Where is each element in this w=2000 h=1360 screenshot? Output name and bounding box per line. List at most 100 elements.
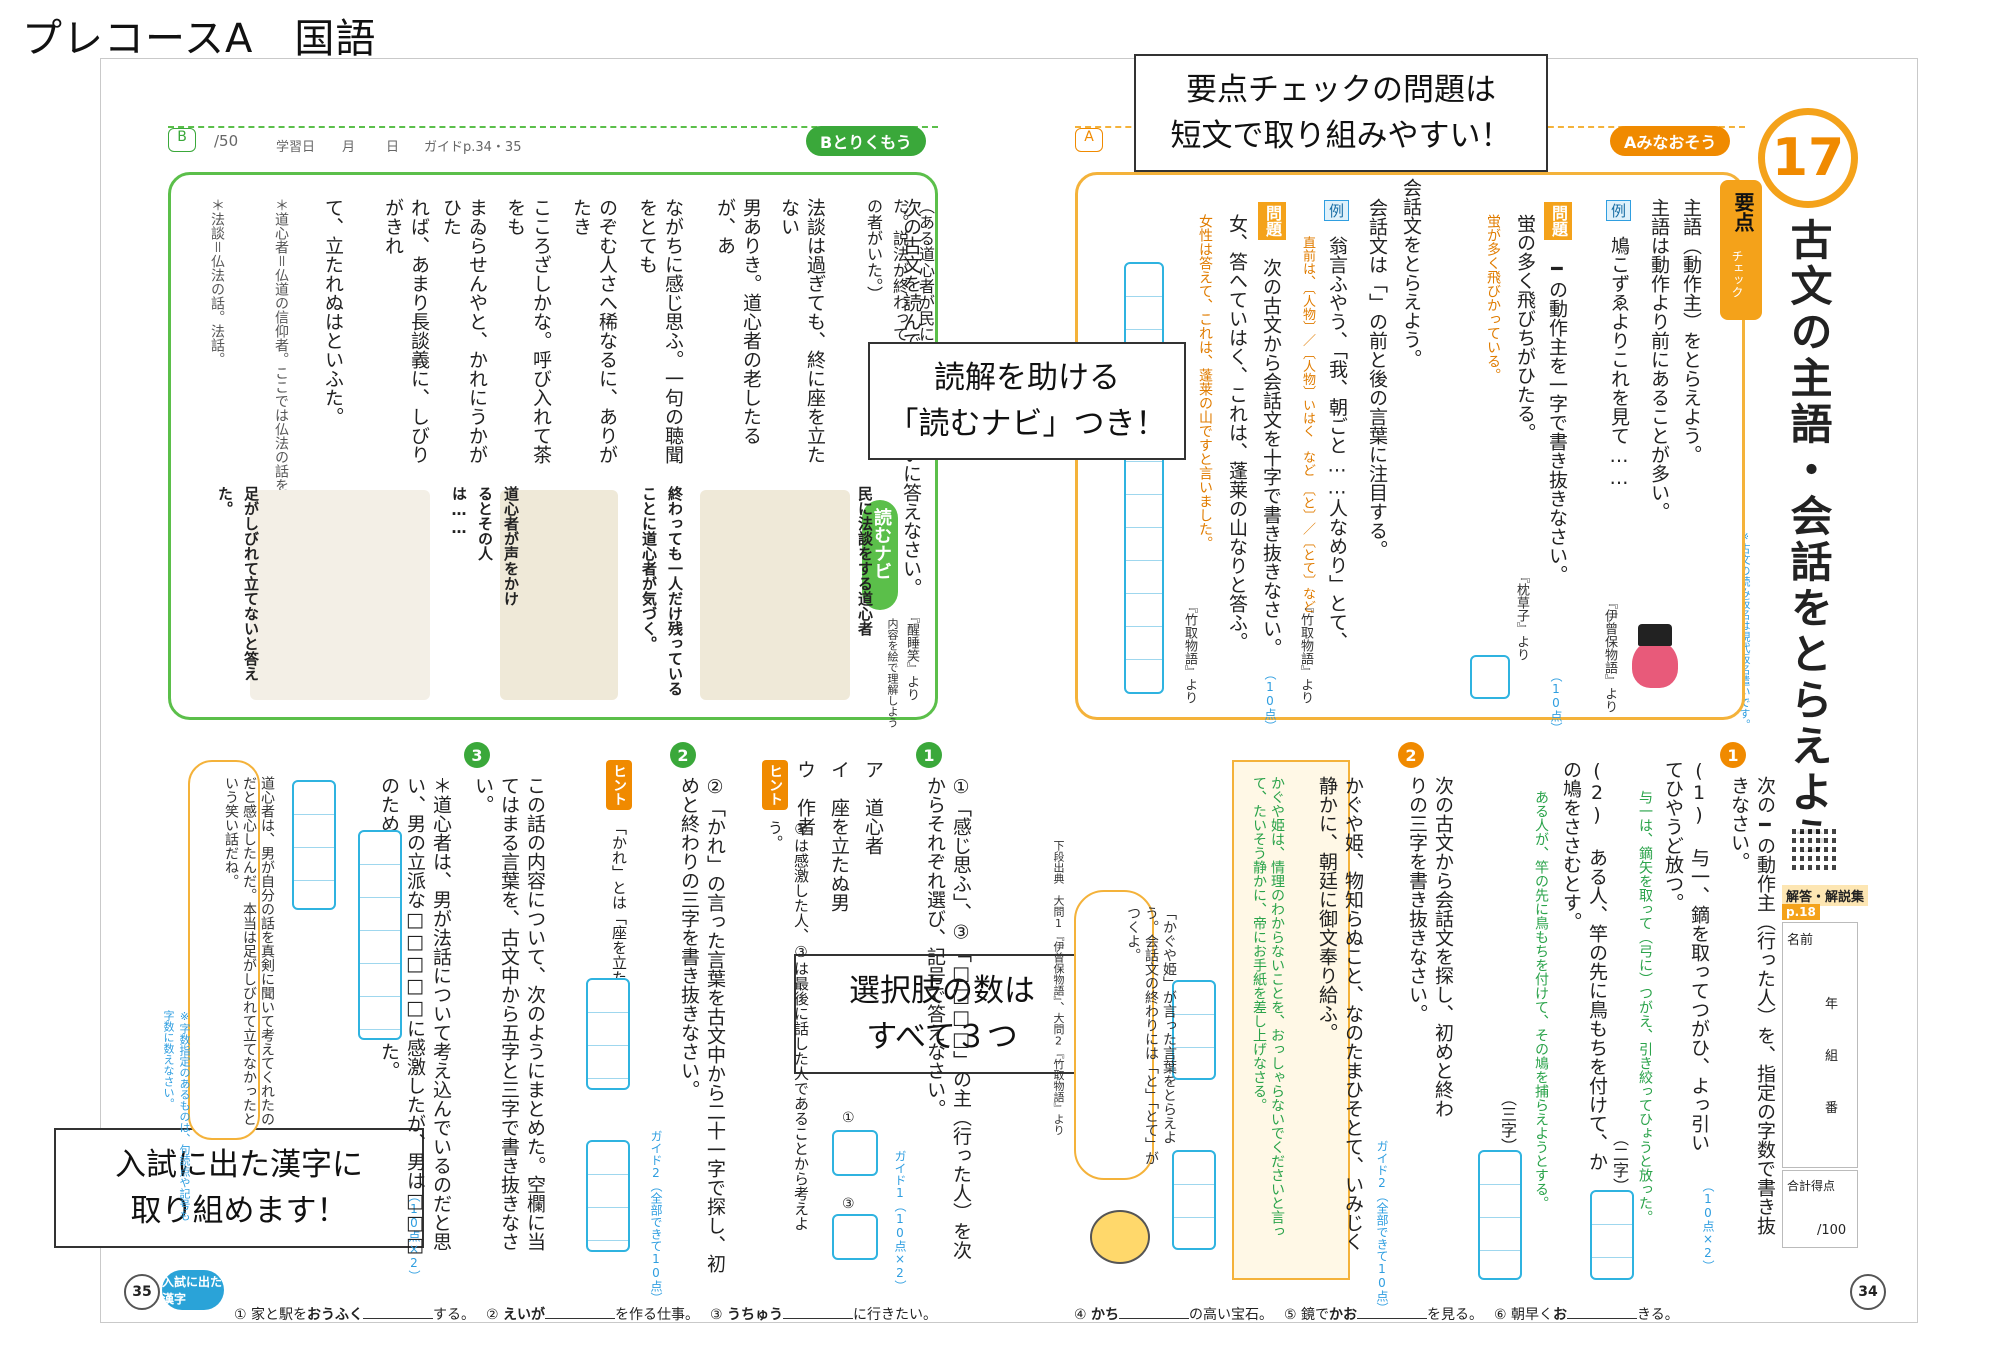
lower-b-q2-number: 2	[670, 742, 696, 768]
callout-yomu-navi: 読解を助ける 「読むナビ」つき！	[868, 342, 1186, 460]
lower-b-q2-answer-end[interactable]	[586, 1140, 630, 1252]
qr-code-overlay	[1792, 826, 1836, 870]
lower-b-hint1: ①は感激した人、③は最後に話した人であることから考えよう。	[766, 820, 810, 1231]
problem2-note: 女性は答えて、これは、蓬莱の山ですと言いました。	[1197, 214, 1213, 550]
lower-b-q1-number: 1	[916, 742, 942, 768]
caption-4: 足がしびれて立てないと答えた。	[216, 486, 260, 681]
lower-b-ans3-box[interactable]	[832, 1214, 878, 1260]
story-line-7: まゐらせんやと、かれにうかがひた	[440, 198, 488, 464]
lower-a-q1-1: (1) 与一、鏑を取ってつがひ、よっ引いてひやうど放つ。	[1662, 760, 1710, 1152]
yoten-label: 要点	[1731, 192, 1755, 232]
lower-b-choice-c: ウ 作者	[794, 760, 816, 836]
lower-a-hint-speech	[1074, 890, 1154, 1180]
callout-kanji: 入試に出た漢字に 取り組めます！	[54, 1128, 424, 1248]
page-frame	[100, 58, 1918, 1323]
lower-a-q2-answer-end[interactable]	[1172, 1150, 1216, 1250]
problem2-tag: 問題	[1258, 202, 1286, 240]
lower-a-q1-1-chars: （二字）	[1610, 1130, 1629, 1194]
kanji-item-2: ② えいがを作る仕事。	[486, 1307, 700, 1323]
kanji-item-6: ⑥ 朝早くおきる。	[1494, 1307, 1679, 1323]
story-line-8: れば、あまり長談義に、しびりがきれ	[382, 198, 430, 464]
callout-choices-line1: 選択肢の数は	[849, 973, 1035, 1009]
mascot-hint-icon	[1090, 1210, 1150, 1264]
lower-a-q1-points: （10点×2）	[1701, 1180, 1715, 1272]
callout-yoten-line2: 短文で取り組みやすい！	[1170, 118, 1512, 154]
lower-a-source: 下段出典 大問1『伊曾保物語』、大問2『竹取物語』より	[1052, 840, 1065, 1136]
lower-b-ans1-label: ①	[842, 1110, 855, 1126]
section-b-pill: Bとりくもう	[806, 126, 926, 156]
illustration-man-remains	[500, 490, 618, 700]
section-a-pill: Aみなおそう	[1610, 126, 1731, 156]
lower-b-q3-answer-five[interactable]	[358, 830, 402, 1040]
lower-b-ans3-label: ③	[842, 1196, 855, 1212]
class-label: 組	[1825, 1049, 1839, 1064]
example2-text: 翁言ふやう、「我、朝ごと……人なめり」とて、	[1326, 236, 1348, 651]
section-b-mark: B	[168, 128, 196, 152]
kanji-item-3: ③ うちゅうに行きたい。	[710, 1307, 938, 1323]
example1-tag: 例	[1606, 200, 1631, 221]
lower-a-q1-1-answer[interactable]	[1590, 1190, 1634, 1280]
story-line-6: こころざしかな。呼び入れて茶をも	[504, 198, 552, 464]
page-number-right: 34	[1850, 1274, 1886, 1310]
lower-b-side-note: ※字数指定のあるものは、句読点や記号も字数に数えなさい。	[162, 1010, 191, 1221]
lower-b-q2: ②「かれ」の言った言葉を古文中から二十一字で探し、初めと終わりの三字を書き抜きな…	[678, 776, 726, 1273]
lower-a-q1-1-note: 与一は、鏑矢を取って（弓に）つがえ、引き絞ってひょうと放った。	[1637, 790, 1653, 1224]
example2-note: 直前は、〔人物〕／〔人物〕いはく など 〔と〕／〔とて〕など	[1300, 236, 1315, 613]
total-score-label: 合計得点	[1787, 1179, 1836, 1193]
lower-b-q3-number: 3	[464, 742, 490, 768]
answer-book-page: p.18	[1782, 904, 1820, 920]
problem1-source: 『枕草子』より	[1514, 570, 1529, 661]
month-label: 月	[342, 140, 356, 155]
illustration-sermon	[700, 490, 850, 700]
problem2-answer-box[interactable]	[1124, 262, 1164, 694]
lower-b-q3-answer-three[interactable]	[292, 780, 336, 910]
yomu-navi-tab	[862, 500, 898, 610]
point1-title: 主語（動作主）をとらえよう。	[1680, 198, 1702, 464]
example2-source: 『竹取物語』より	[1298, 600, 1313, 704]
lower-a-q2-answer-start[interactable]	[1172, 980, 1216, 1080]
lower-b-q1-guide: ガイド1（10点×2）	[893, 1150, 907, 1292]
lower-a-q2-passage-box	[1232, 760, 1350, 1280]
number-label: 番	[1825, 1101, 1839, 1116]
lower-a-q1: 次の━の動作主（行った人）を、指定の字数で書き抜きなさい。	[1728, 776, 1776, 1235]
problem1-points: （10点）	[1549, 670, 1563, 734]
callout-yoten: 要点チェックの問題は 短文で取り組みやすい！	[1134, 54, 1548, 172]
story-note-2: ＊法談＝仏法の話。法話。	[209, 198, 225, 366]
answer-book-label: 解答・解説集	[1782, 885, 1869, 906]
lower-a-q1-2-answer[interactable]	[1478, 1150, 1522, 1280]
lower-b-hint2-tag: ヒント	[606, 760, 632, 810]
section-a-mark: A	[1075, 128, 1103, 152]
unit-title: 古文の主語・会話をとらえよう	[1784, 218, 1833, 862]
problem1-answer-box[interactable]	[1470, 655, 1510, 699]
section-b-score: /50	[214, 132, 239, 150]
lower-b-q3-note: 道心者は、男が自分の話を真剣に聞いて考えてくれたのだと感心したんだ。本当は足がし…	[223, 776, 275, 1126]
total-score-box[interactable]: 合計得点 /100	[1782, 1170, 1858, 1248]
callout-choices: 選択肢の数は すべて３つ	[794, 954, 1090, 1074]
callout-yomu-navi-line2: 「読むナビ」つき！	[887, 406, 1167, 442]
kanji-item-1: ① 家と駅をおうふくする。	[234, 1307, 476, 1323]
lower-b-q2-answer-start[interactable]	[586, 978, 630, 1090]
lower-b-q3: この話の内容について、次のようにまとめた。空欄に当てはまる言葉を、古文中から五字…	[472, 776, 546, 1251]
guide-pages: ガイドp.34・35	[424, 140, 522, 155]
yomu-navi-label: 読むナビ	[871, 508, 892, 580]
problem2-source: 『竹取物語』より	[1182, 600, 1197, 704]
lower-a-q2: 次の古文から会話文を探し、初めと終わりの三字を書き抜きなさい。	[1406, 776, 1454, 1118]
yomu-navi-subtitle: 内容を絵で理解しよう	[886, 618, 899, 728]
caption-1: 民に法談をする道心者	[856, 486, 874, 636]
problem1-text: 蛍の多く飛びちがひたる。	[1514, 214, 1536, 442]
point2-title: 会話文をとらえよう。	[1400, 178, 1422, 368]
lower-b-q2-guide: ガイド2（全部できて10点）	[649, 1130, 663, 1304]
example2-tag: 例	[1324, 200, 1349, 221]
lower-b-ans1-box[interactable]	[832, 1130, 878, 1176]
lower-b-q3-points: （10点×2）	[407, 1190, 421, 1282]
kanji-item-5: ⑤ 鏡でかおを見る。	[1284, 1307, 1484, 1323]
callout-yomu-navi-line1: 読解を助ける	[934, 360, 1120, 396]
callout-kanji-line2: 取り組めます！	[130, 1193, 348, 1229]
problem2-text: 女、答へていはく、これは、蓬莱の山なりと答ふ。	[1226, 214, 1248, 651]
callout-choices-line2: すべて３つ	[866, 1019, 1018, 1055]
name-box[interactable]: 名前 年 組 番	[1782, 922, 1858, 1168]
section-b-source: 『醒睡笑』より	[904, 610, 919, 701]
study-date-label: 学習日	[276, 140, 316, 155]
story-line-2: 法談は過ぎても、終に座を立たない	[778, 198, 826, 464]
problem2-question: 次の古文から会話文を十字で書き抜きなさい。	[1260, 258, 1282, 657]
